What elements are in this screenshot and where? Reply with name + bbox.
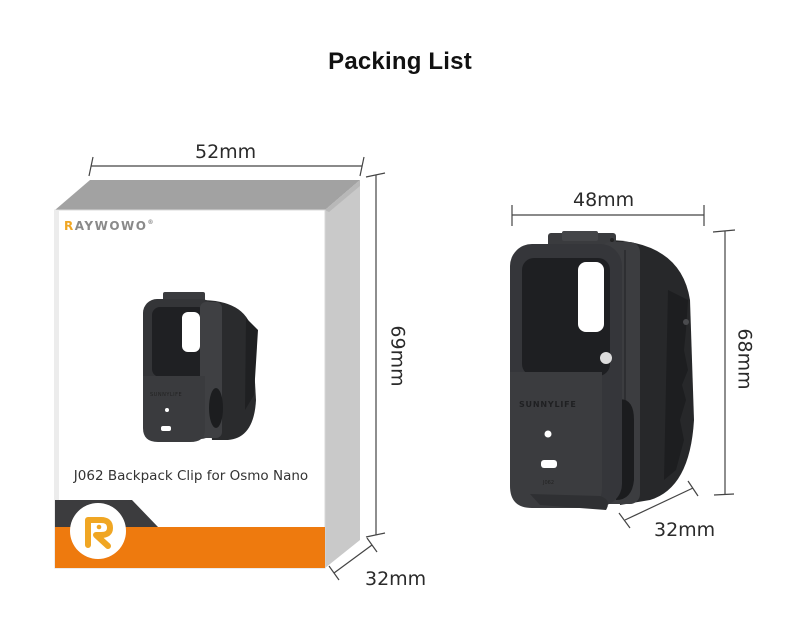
box-product-caption: J062 Backpack Clip for Osmo Nano — [73, 468, 309, 484]
product-depth-label: 32mm — [654, 519, 716, 541]
page-title: Packing List — [328, 48, 472, 75]
brand-first-letter: R — [64, 219, 75, 233]
brand-logo-text: RAYWOWO® — [64, 219, 155, 233]
package-box: SUNNYLIFE — [54, 180, 360, 569]
svg-text:SUNNYLIFE: SUNNYLIFE — [519, 400, 577, 409]
svg-text:SUNNYLIFE: SUNNYLIFE — [150, 392, 182, 398]
raywowo-logo-icon — [85, 517, 113, 549]
registered-mark: ® — [147, 219, 155, 226]
brand-rest: AYWOWO — [74, 219, 148, 233]
box-product-image: SUNNYLIFE — [143, 292, 258, 442]
product-image: SUNNYLIFE J062 — [510, 231, 694, 510]
box-width-label: 52mm — [195, 141, 257, 163]
box-dimension-lines — [88, 156, 386, 581]
product-width-label: 48mm — [573, 189, 635, 211]
box-height-label: 69mm — [386, 325, 409, 387]
product-dimension-lines — [511, 205, 736, 529]
product-height-label: 68mm — [733, 328, 756, 390]
box-depth-label: 32mm — [365, 568, 427, 590]
svg-text:J062: J062 — [542, 480, 554, 486]
